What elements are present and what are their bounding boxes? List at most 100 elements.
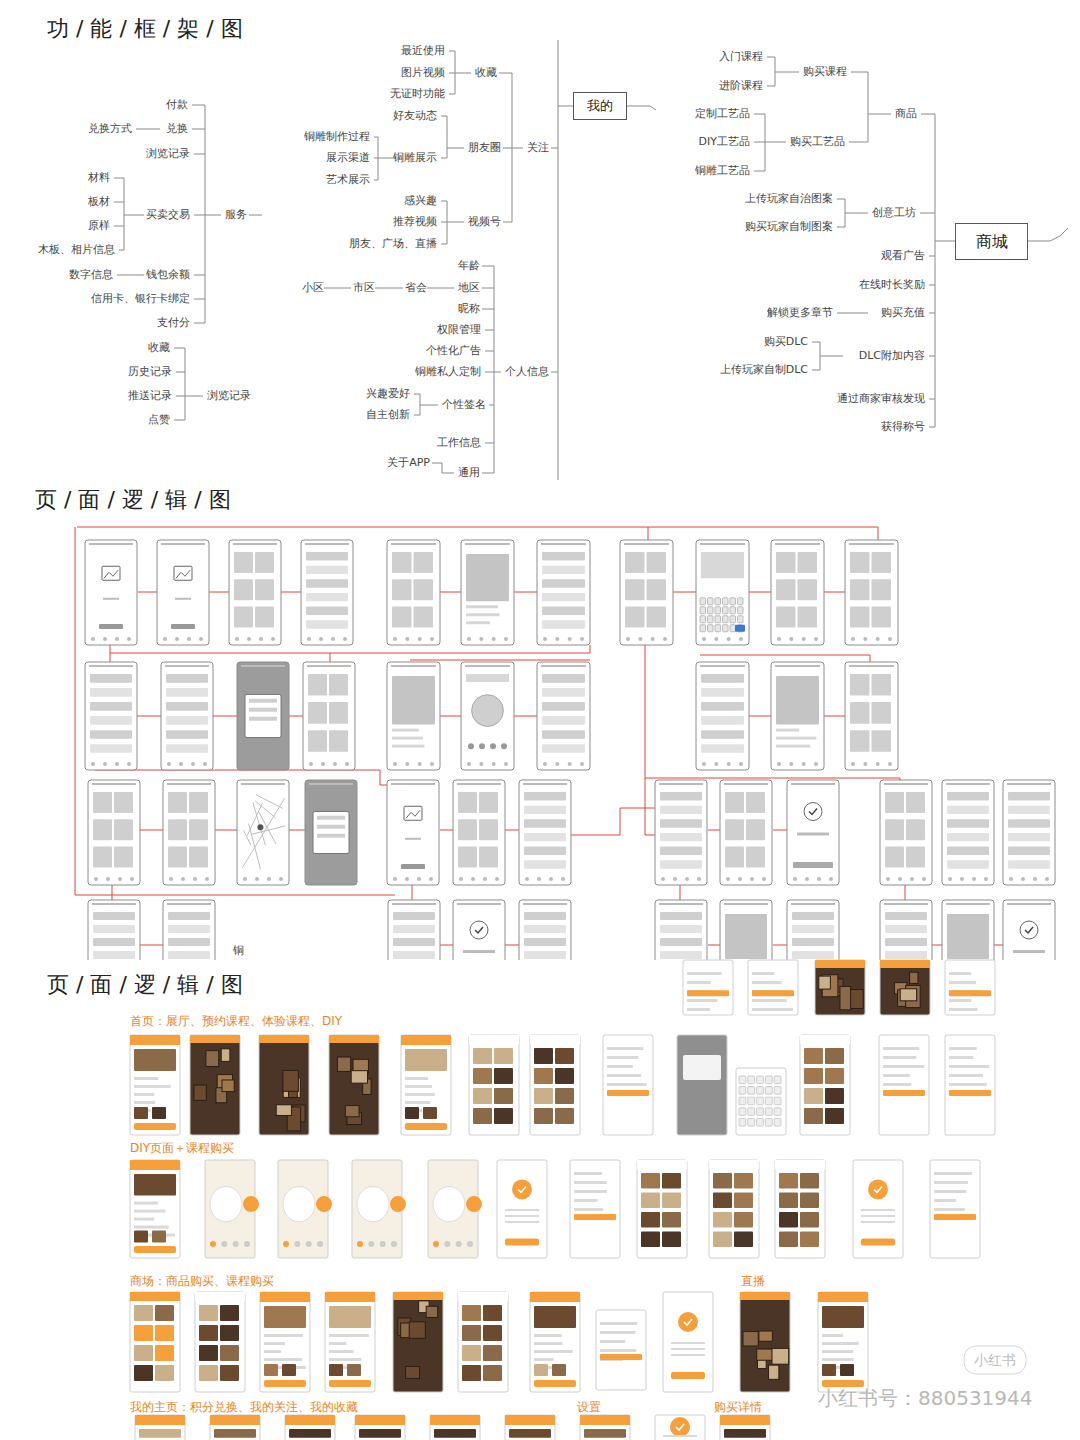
nav-dot [886, 877, 890, 881]
photo-screen [393, 1292, 443, 1392]
ui-screen-frame [775, 1160, 825, 1258]
flow-line [213, 716, 237, 717]
wireframe-screen [655, 900, 707, 960]
status-bar [1007, 783, 1051, 785]
thumb [199, 1365, 218, 1381]
nav-dot [888, 762, 892, 766]
nav-dot [271, 637, 275, 641]
header-bar [740, 1292, 790, 1300]
thumb [155, 1305, 174, 1321]
ui-screen [401, 1035, 451, 1135]
grid-block [798, 607, 818, 628]
header-bar [580, 1415, 630, 1425]
nav-dot [543, 637, 547, 641]
grid-block [168, 847, 187, 868]
list-row [660, 860, 702, 868]
wireframe [305, 780, 357, 885]
list-row [166, 716, 208, 725]
branch-label: 板材 [88, 195, 110, 208]
photo-frame [351, 1071, 367, 1083]
ui-screen-frame [210, 1415, 260, 1440]
text-line [405, 1101, 430, 1104]
section-label: 首页：展厅、预约课程、体验课程、DIY [130, 1014, 342, 1028]
content-block [392, 676, 435, 725]
list-row [542, 716, 585, 725]
grid-block [872, 730, 892, 752]
list-row [306, 552, 348, 560]
list-row [393, 925, 435, 933]
branch-label: 自主创新 [366, 408, 410, 421]
photo-frame [759, 1331, 772, 1341]
tree-line [929, 427, 935, 428]
key [748, 1097, 755, 1105]
text-line [600, 1331, 636, 1334]
text-line [949, 981, 976, 984]
nav-dot [702, 637, 706, 641]
text-line [505, 1215, 539, 1217]
text-line [607, 1083, 647, 1086]
ui-screen [800, 1035, 850, 1135]
wireframe [787, 780, 839, 885]
grid-block [189, 847, 208, 868]
nav-dot [777, 637, 781, 641]
wireframe-screen [655, 780, 707, 885]
nav-dot [167, 762, 171, 766]
nav-dot [876, 762, 880, 766]
ui-screen [530, 1292, 580, 1392]
grid-block [725, 792, 744, 813]
branch-label: 商品 [895, 107, 917, 120]
tree-line [485, 372, 494, 373]
photo-frame [900, 989, 916, 1001]
list-row [93, 951, 135, 959]
nav-dot [127, 762, 131, 766]
nav-dot [163, 637, 167, 641]
wireframe [519, 780, 571, 885]
tree-line [551, 372, 558, 373]
ui-screen [683, 960, 733, 1015]
status-bar [541, 543, 586, 545]
tree-line [124, 215, 144, 216]
nav-dot [638, 637, 642, 641]
text-line [861, 1221, 895, 1223]
text-line [134, 1210, 166, 1213]
ui-screen-frame [736, 1068, 786, 1135]
key [748, 1076, 755, 1084]
list-row [306, 579, 348, 587]
grid-block [776, 579, 796, 600]
status-bar [1007, 903, 1051, 905]
text-line [574, 1208, 603, 1211]
status-bar [457, 783, 501, 785]
text-line [600, 1340, 625, 1343]
text-line [405, 1093, 435, 1096]
branch-label: 浏览记录 [207, 389, 251, 402]
thumb [462, 1305, 481, 1321]
tree-line [374, 137, 378, 138]
flow-line [648, 527, 649, 540]
dialog [683, 1055, 721, 1080]
key [715, 625, 721, 632]
flow-line [110, 645, 590, 653]
photo-frame [401, 1323, 410, 1338]
status-bar [167, 783, 211, 785]
wireframe [1003, 900, 1055, 960]
text-line [949, 1065, 989, 1068]
branch-label: 入门课程 [719, 50, 763, 63]
photo-block [329, 1306, 371, 1328]
thumb [483, 1345, 502, 1361]
text-line [405, 1085, 432, 1088]
text-line [934, 1190, 966, 1193]
status-bar [165, 665, 209, 667]
mindmap-lines [114, 40, 1068, 480]
branch-label: 权限管理 [437, 323, 481, 336]
grid-block [308, 730, 327, 752]
grid-block [885, 819, 904, 840]
nav-dot [805, 877, 809, 881]
grid-block [234, 552, 253, 573]
flow-line [994, 945, 1003, 946]
tree-line [117, 275, 144, 276]
grid-block [850, 674, 870, 696]
nav-dot [309, 762, 313, 766]
list-row [701, 674, 744, 683]
nav-dot [960, 877, 964, 881]
photo-frame [206, 1051, 219, 1067]
